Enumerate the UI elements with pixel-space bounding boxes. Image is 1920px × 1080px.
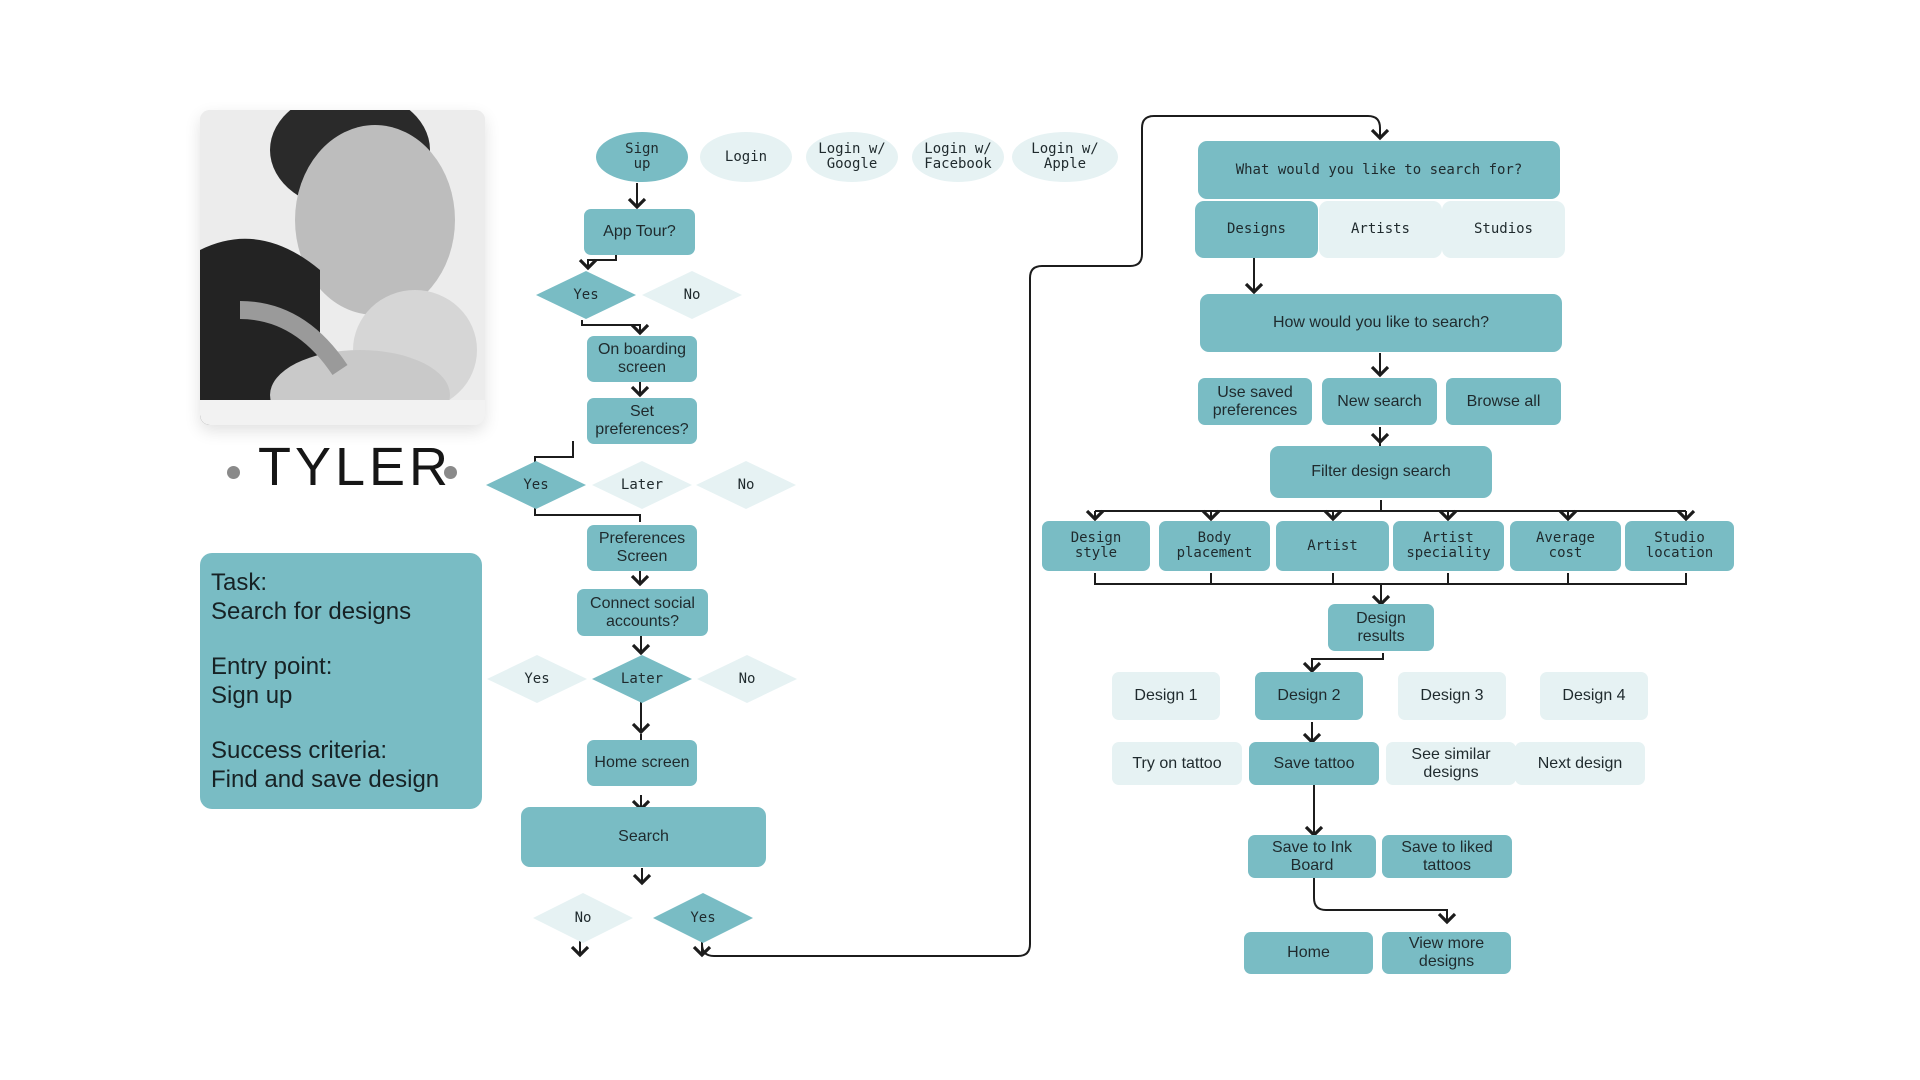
design-2-node: Design 2 bbox=[1255, 672, 1363, 720]
sign-up-node: Sign up bbox=[596, 132, 688, 182]
save-tattoo-node: Save tattoo bbox=[1249, 742, 1379, 785]
view-more-node: View more designs bbox=[1382, 932, 1511, 974]
save-liked-node: Save to liked tattoos bbox=[1382, 835, 1512, 878]
designs-option: Designs bbox=[1195, 201, 1318, 258]
design-4-node: Design 4 bbox=[1540, 672, 1648, 720]
name-dot-left bbox=[227, 466, 240, 479]
use-saved-node: Use saved preferences bbox=[1198, 378, 1312, 425]
home-screen-node: Home screen bbox=[587, 740, 697, 786]
filter-artist-speciality: Artist speciality bbox=[1393, 521, 1504, 571]
design-results-node: Design results bbox=[1328, 604, 1434, 651]
name-dot-right bbox=[444, 466, 457, 479]
persona-name: TYLER bbox=[258, 437, 453, 497]
artists-option: Artists bbox=[1319, 201, 1442, 258]
persona-photo bbox=[200, 110, 485, 425]
what-search-node: What would you like to search for? bbox=[1198, 141, 1560, 199]
preferences-screen-node: Preferences Screen bbox=[587, 525, 697, 571]
entry-value: Sign up bbox=[211, 682, 293, 709]
success-value: Find and save design bbox=[211, 766, 440, 793]
studios-option: Studios bbox=[1442, 201, 1565, 258]
see-similar-node: See similar designs bbox=[1386, 742, 1516, 785]
new-search-node: New search bbox=[1322, 378, 1437, 425]
next-design-node: Next design bbox=[1515, 742, 1645, 785]
filter-design-style: Design style bbox=[1042, 521, 1150, 571]
home-node: Home bbox=[1244, 932, 1373, 974]
login-apple-node: Login w/ Apple bbox=[1012, 132, 1118, 182]
save-ink-board-node: Save to Ink Board bbox=[1248, 835, 1376, 878]
how-search-node: How would you like to search? bbox=[1200, 294, 1562, 352]
task-label: Task: bbox=[211, 569, 268, 596]
app-tour-node: App Tour? bbox=[584, 209, 695, 255]
login-google-node: Login w/ Google bbox=[806, 132, 898, 182]
login-node: Login bbox=[700, 132, 792, 182]
set-preferences-node: Set preferences? bbox=[587, 398, 697, 444]
persona-photo-illustration bbox=[200, 110, 485, 425]
filter-artist: Artist bbox=[1276, 521, 1389, 571]
task-card: Task: Search for designs Entry point: Si… bbox=[200, 553, 482, 809]
try-on-node: Try on tattoo bbox=[1112, 742, 1242, 785]
design-1-node: Design 1 bbox=[1112, 672, 1220, 720]
entry-label: Entry point: bbox=[211, 653, 333, 680]
login-facebook-node: Login w/ Facebook bbox=[912, 132, 1004, 182]
filter-average-cost: Average cost bbox=[1510, 521, 1621, 571]
task-value: Search for designs bbox=[211, 598, 412, 625]
filter-body-placement: Body placement bbox=[1159, 521, 1270, 571]
design-3-node: Design 3 bbox=[1398, 672, 1506, 720]
browse-all-node: Browse all bbox=[1446, 378, 1561, 425]
search-node: Search bbox=[521, 807, 766, 867]
filter-node: Filter design search bbox=[1270, 446, 1492, 498]
onboarding-node: On boarding screen bbox=[587, 336, 697, 382]
filter-studio-location: Studio location bbox=[1625, 521, 1734, 571]
connect-social-node: Connect social accounts? bbox=[577, 589, 708, 636]
success-label: Success criteria: bbox=[211, 737, 388, 764]
